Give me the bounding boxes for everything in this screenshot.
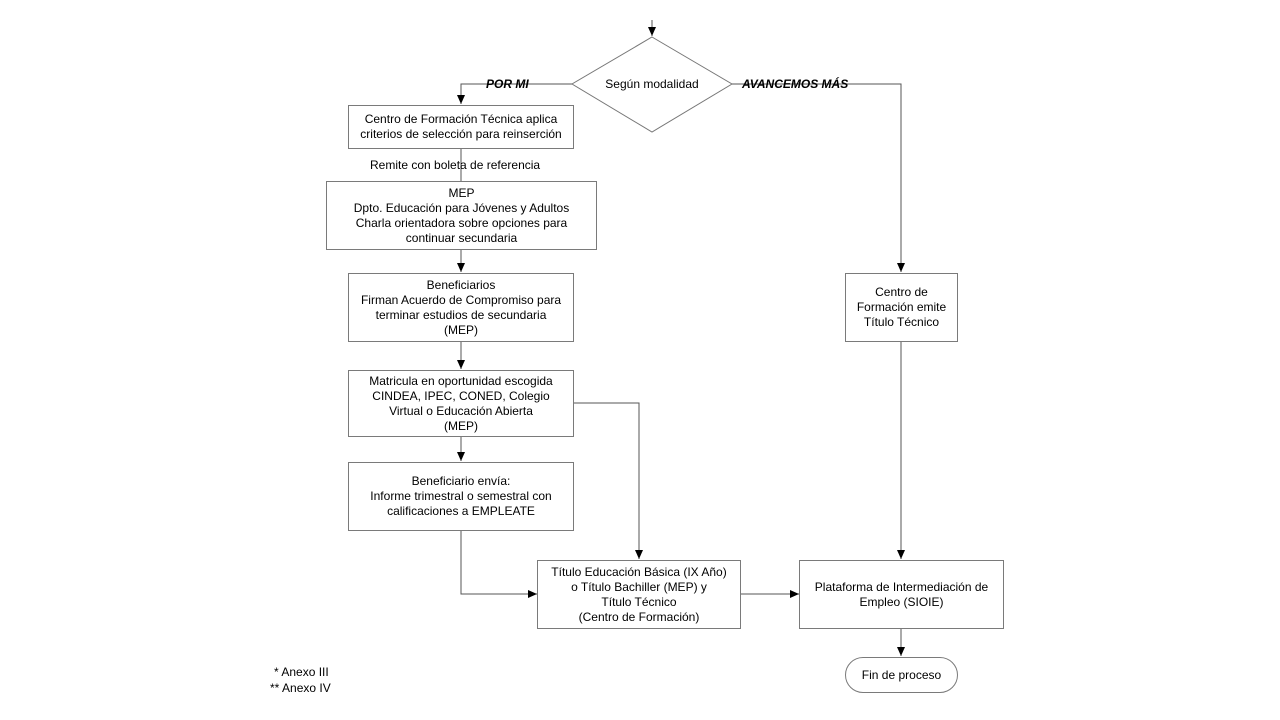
node-seleccion: Centro de Formación Técnica aplica crite…: [348, 105, 574, 149]
edge-label-referencia: Remite con boleta de referencia: [370, 158, 541, 172]
branch-label-por-mi: POR MI: [486, 77, 529, 91]
node-informe: Beneficiario envía: Informe trimestral o…: [348, 462, 574, 531]
edge-n4-n6: [574, 402, 643, 559]
decision-label: Según modalidad: [605, 77, 699, 91]
node-matricula: Matricula en oportunidad escogida CINDEA…: [348, 370, 574, 437]
decision-diamond: [571, 36, 733, 133]
node-mep-charla: MEP Dpto. Educación para Jóvenes y Adult…: [326, 181, 597, 250]
edge-por-mi: [457, 83, 572, 104]
note-anexo-iii: * Anexo III: [274, 665, 329, 679]
node-titulos: Título Educación Básica (IX Año) o Títul…: [537, 560, 741, 629]
node-beneficiarios: Beneficiarios Firman Acuerdo de Compromi…: [348, 273, 574, 342]
edge-avancemos: [732, 83, 905, 272]
node-titulo-tecnico: Centro de Formación emite Título Técnico: [845, 273, 958, 342]
node-plataforma: Plataforma de Intermediación de Empleo (…: [799, 560, 1004, 629]
note-anexo-iv: ** Anexo IV: [270, 681, 331, 695]
branch-label-avancemos: AVANCEMOS MÁS: [742, 77, 849, 91]
edge-n5-n6: [460, 531, 537, 598]
node-fin-proceso: Fin de proceso: [845, 657, 958, 693]
